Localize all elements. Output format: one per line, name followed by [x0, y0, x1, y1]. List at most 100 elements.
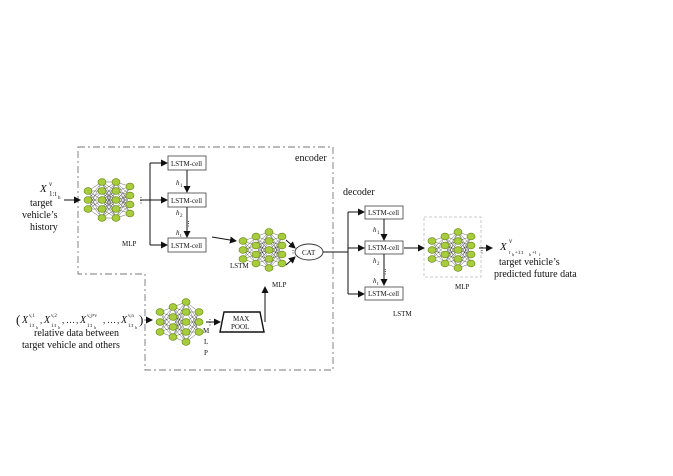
mlp-neuron: [83, 196, 93, 204]
mlp-neuron: [453, 237, 463, 245]
svg-text:,: ,: [117, 315, 119, 325]
svg-text:X: X: [499, 241, 508, 253]
svg-text:v,j≠v: v,j≠v: [87, 314, 98, 319]
svg-text:v,2: v,2: [51, 314, 57, 319]
mlp-neuron: [125, 200, 135, 209]
input-target-history: X v 1:t h target vehicle’s history: [22, 180, 61, 233]
svg-text:h: h: [529, 252, 531, 257]
encoder-mlp-3-letter-m: M: [203, 327, 210, 335]
svg-text:t: t: [509, 251, 511, 256]
maxpool-block: MAX POOL: [219, 311, 265, 333]
mlp-neuron: [168, 323, 178, 331]
encoder-mlp-2: ⋮: [238, 228, 297, 272]
mlp-neuron: [111, 214, 121, 222]
mlp-neuron: [277, 250, 287, 259]
svg-text:,: ,: [62, 315, 64, 325]
decoder-vdots: ⋮: [382, 268, 389, 276]
svg-text:1:t: 1:t: [87, 324, 93, 329]
svg-text:target vehicle’s: target vehicle’s: [499, 257, 560, 268]
encoder-vdots: ⋮: [185, 220, 192, 228]
mlp-edge: [457, 236, 472, 269]
mlp-neuron: [97, 178, 107, 186]
encoder-hidden-1: h: [176, 179, 180, 187]
mlp-ellipsis: ⋮: [289, 246, 297, 255]
decoder-hidden-t: h: [373, 277, 377, 285]
svg-text:f: f: [539, 252, 541, 257]
encoder-mlp-3-letter-l: L: [204, 338, 208, 346]
mlp-to-lstm-connector: [140, 159, 168, 249]
decoder-hidden-2: h: [373, 257, 377, 265]
mlp-neuron: [125, 209, 135, 218]
mlp-neuron: [440, 232, 450, 241]
mlp-neuron: [181, 298, 191, 306]
mlp-edge: [115, 195, 131, 219]
mlp-edge: [268, 236, 283, 269]
encoder-mlp-2-label: MLP: [272, 281, 287, 289]
svg-text:+t: +t: [532, 251, 537, 256]
encoder-lstm-cell-t: LSTM-cell: [167, 237, 207, 253]
arrow-lstm-to-mlp2: [211, 236, 237, 244]
decoder-hidden-1: h: [373, 226, 377, 234]
mlp-edge: [457, 236, 472, 260]
svg-text:LSTM-cell: LSTM-cell: [171, 197, 202, 205]
mlp-neuron: [83, 205, 93, 213]
encoder-hidden-2: h: [176, 209, 180, 217]
mlp-neuron: [83, 187, 93, 195]
svg-text:h: h: [36, 325, 38, 330]
mlp-neuron: [194, 308, 204, 316]
svg-text:1:t: 1:t: [51, 324, 57, 329]
encoder-hidden-1-sub: 1: [180, 184, 183, 189]
mlp-neuron: [453, 264, 463, 272]
svg-text:+1:t: +1:t: [515, 251, 524, 256]
svg-text:,: ,: [76, 315, 78, 325]
svg-text:MAX: MAX: [233, 315, 249, 323]
mlp-neuron: [264, 228, 274, 236]
svg-text:LSTM-cell: LSTM-cell: [171, 242, 202, 250]
mlp-edge: [457, 245, 472, 269]
mlp-edge: [255, 231, 270, 255]
decoder-lstm-cell-t: LSTM-cell: [364, 286, 404, 301]
mlp-neuron: [238, 255, 248, 263]
relative-label-2: target vehicle and others: [22, 340, 120, 351]
encoder-hidden-t-sub: t: [180, 234, 182, 239]
decoder-hidden-1-sub: 1: [377, 231, 380, 236]
svg-text:X: X: [120, 315, 128, 326]
mlp-edge: [444, 231, 459, 264]
svg-text:h: h: [58, 196, 61, 201]
mlp-neuron: [466, 259, 476, 268]
mlp-edge: [185, 311, 200, 343]
mlp-edge: [115, 186, 131, 219]
decoder-lstm-cell-2: LSTM-cell: [364, 240, 404, 255]
svg-text:h: h: [58, 325, 60, 330]
decoder-mlp: ⋮: [427, 228, 486, 272]
encoder-mlp-1-label: MLP: [122, 240, 137, 248]
encoder-mlp-3: ⋮: [155, 298, 214, 346]
mlp-edge: [101, 181, 117, 210]
svg-text:POOL: POOL: [231, 323, 249, 331]
mlp-neuron: [97, 214, 107, 222]
mlp-neuron: [453, 255, 463, 263]
svg-text:1:t: 1:t: [29, 324, 35, 329]
encoder-mlp-1: ⋮: [83, 178, 145, 222]
svg-text:,: ,: [40, 315, 42, 325]
mlp-neuron: [466, 232, 476, 241]
svg-text:…: …: [66, 315, 75, 325]
svg-text:X: X: [43, 315, 51, 326]
svg-text:v: v: [509, 237, 513, 245]
relative-data-formula: ( X v,1 1:t h , X v,2 1:t h , … , X v,j≠…: [16, 312, 143, 330]
svg-text:LSTM-cell: LSTM-cell: [368, 244, 399, 252]
svg-text:history: history: [30, 222, 58, 233]
mlp-neuron: [111, 196, 121, 204]
mlp-neuron: [440, 241, 450, 250]
decoder-lstm-stack: LSTM-cell h 1 LSTM-cell h 2 ⋮ h t LSTM-c…: [364, 205, 404, 301]
encoder-hidden-2-sub: 2: [180, 214, 183, 219]
decoder-lstm-label: LSTM: [393, 310, 412, 318]
svg-text:…: …: [107, 315, 116, 325]
mlp-neuron: [168, 333, 178, 341]
encoder-lstm-cell-2: LSTM-cell: [167, 192, 207, 208]
mlp-neuron: [168, 303, 178, 311]
svg-text:predicted future data: predicted future data: [494, 269, 577, 280]
mlp-neuron: [251, 232, 261, 241]
mlp-edge: [431, 236, 446, 260]
